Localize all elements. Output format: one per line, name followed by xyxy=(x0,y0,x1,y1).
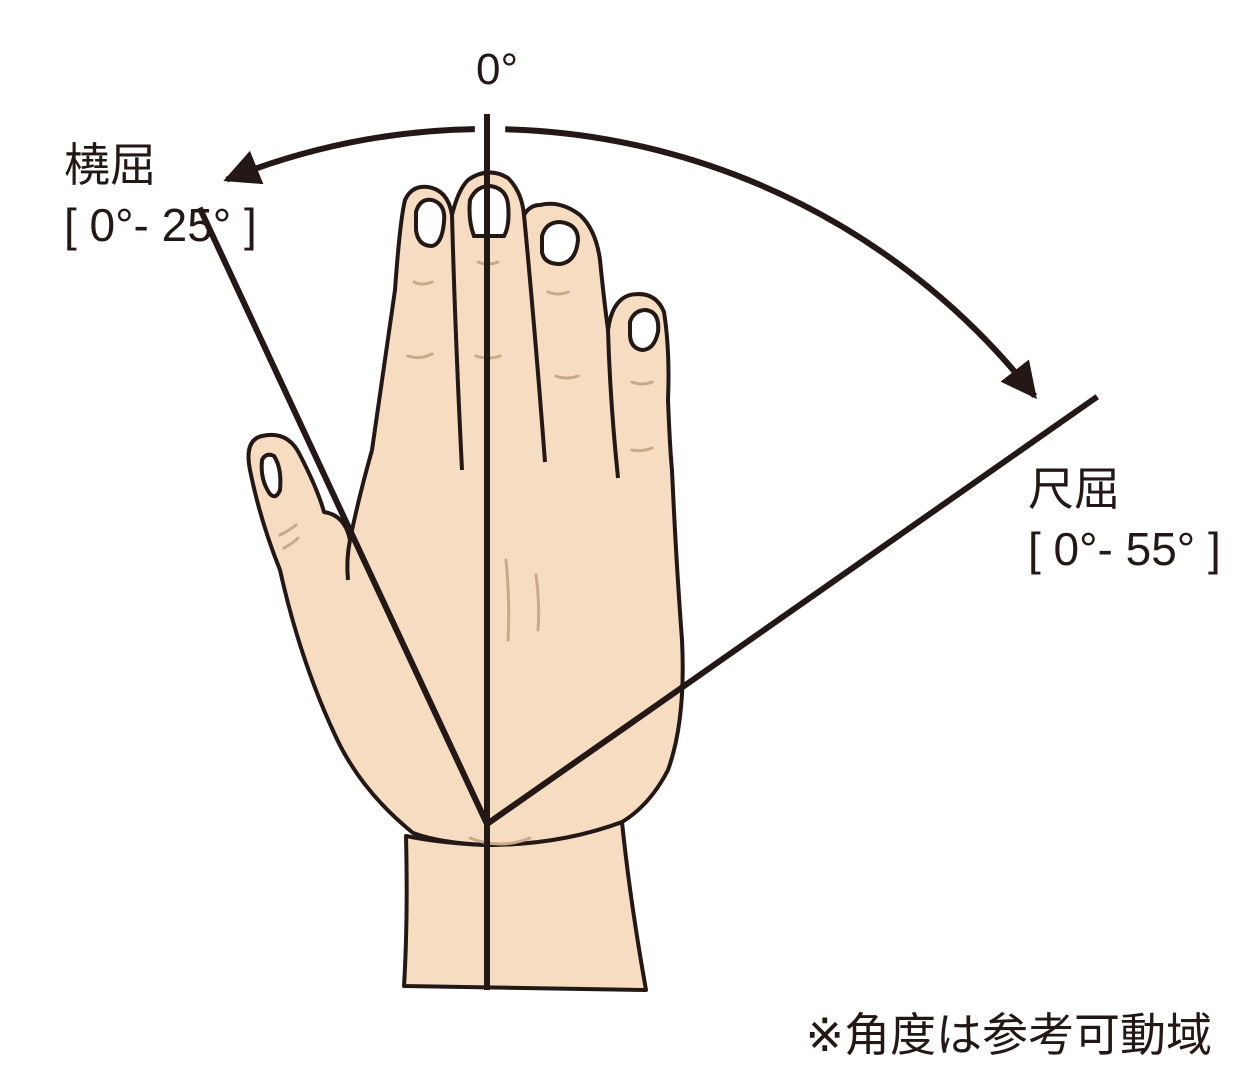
radial-limit-line xyxy=(196,206,490,826)
palm xyxy=(246,170,685,847)
finger-gap-1 xyxy=(450,214,464,471)
ulnar-flexion-range: [ 0°- 55° ] xyxy=(1028,522,1221,575)
radial-flexion-title: 橈屈 xyxy=(64,139,156,191)
neutral-angle-label: 0° xyxy=(476,45,519,94)
finger-gap-2 xyxy=(522,214,547,463)
thumb-gap xyxy=(345,539,352,581)
radial-flexion-arrow xyxy=(223,126,475,185)
nail-little xyxy=(628,307,661,353)
ulnar-flexion-title: 尺屈 xyxy=(1028,463,1120,515)
ulnar-flexion-label: 尺屈 [ 0°- 55° ] xyxy=(1028,460,1221,580)
nail-index xyxy=(414,197,447,249)
radial-flexion-label: 橈屈 [ 0°- 25° ] xyxy=(64,136,257,256)
reference-note: ※角度は参考可動域 xyxy=(805,1009,1212,1061)
range-of-motion-lines xyxy=(196,114,1099,990)
ulnar-flexion-arrow xyxy=(505,126,1038,399)
forearm xyxy=(402,820,648,992)
nail-thumb xyxy=(259,452,283,499)
nail-ring xyxy=(540,219,581,267)
finger-gap-3 xyxy=(606,329,620,479)
creases xyxy=(278,260,654,846)
radial-flexion-range: [ 0°- 25° ] xyxy=(64,198,257,251)
ulnar-limit-line xyxy=(485,394,1099,827)
